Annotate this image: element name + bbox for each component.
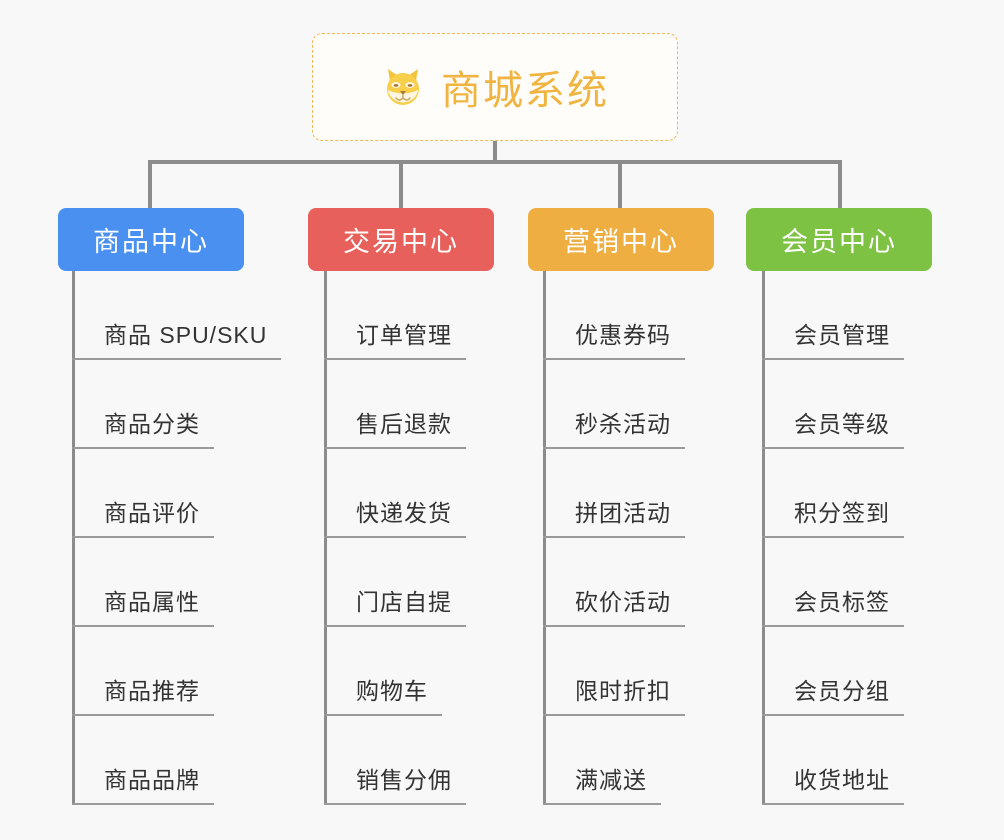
category-header-product-center[interactable]: 商品中心 [58, 208, 244, 271]
leaf-item-label: 会员分组 [794, 678, 890, 704]
leaf-item[interactable]: 购物车 [324, 627, 442, 716]
leaf-item[interactable]: 砍价活动 [543, 538, 685, 627]
leaf-item[interactable]: 积分签到 [762, 449, 904, 538]
leaf-item-label: 商品品牌 [104, 767, 200, 793]
leaf-item-label: 拼团活动 [575, 500, 671, 526]
leaf-item[interactable]: 商品 SPU/SKU [72, 271, 282, 360]
leaf-item[interactable]: 会员等级 [762, 360, 904, 449]
category-header-label: 商品中心 [93, 227, 209, 257]
leaf-item[interactable]: 会员标签 [762, 538, 904, 627]
leaf-item[interactable]: 销售分佣 [324, 716, 466, 805]
connector-column-stem [324, 271, 327, 805]
leaf-item-label: 会员管理 [794, 322, 890, 348]
leaf-item-label: 砍价活动 [575, 589, 671, 615]
leaf-item-label: 商品 SPU/SKU [104, 322, 268, 348]
leaf-item-label: 门店自提 [356, 589, 452, 615]
leaf-item-label: 购物车 [356, 678, 428, 704]
leaf-item[interactable]: 商品评价 [72, 449, 214, 538]
leaf-item-label: 限时折扣 [575, 678, 671, 704]
leaf-item[interactable]: 秒杀活动 [543, 360, 685, 449]
category-header-label: 会员中心 [781, 227, 897, 257]
leaf-item[interactable]: 快递发货 [324, 449, 466, 538]
connector-root-stem [493, 141, 497, 164]
connector-drop-1 [148, 160, 152, 208]
shiba-dog-face-icon [381, 65, 425, 109]
leaf-item-label: 会员等级 [794, 411, 890, 437]
leaf-item[interactable]: 限时折扣 [543, 627, 685, 716]
root-node[interactable]: 商城系统 [312, 33, 678, 141]
leaf-item-label: 满减送 [575, 767, 647, 793]
leaf-item[interactable]: 会员分组 [762, 627, 904, 716]
connector-drop-4 [838, 160, 842, 208]
category-header-trade-center[interactable]: 交易中心 [308, 208, 494, 271]
category-header-member-center[interactable]: 会员中心 [746, 208, 932, 271]
leaf-item-label: 订单管理 [356, 322, 452, 348]
connector-horizontal-bar [148, 160, 842, 164]
connector-column-stem [543, 271, 546, 805]
leaf-item-label: 收货地址 [794, 767, 890, 793]
leaf-item[interactable]: 商品品牌 [72, 716, 214, 805]
leaf-item[interactable]: 售后退款 [324, 360, 466, 449]
leaf-item[interactable]: 满减送 [543, 716, 661, 805]
leaf-item-label: 商品分类 [104, 411, 200, 437]
leaf-item-label: 秒杀活动 [575, 411, 671, 437]
leaf-item[interactable]: 门店自提 [324, 538, 466, 627]
category-header-label: 营销中心 [563, 227, 679, 257]
category-header-marketing-center[interactable]: 营销中心 [528, 208, 714, 271]
leaf-item[interactable]: 拼团活动 [543, 449, 685, 538]
leaf-item[interactable]: 收货地址 [762, 716, 904, 805]
connector-column-stem [762, 271, 765, 805]
leaf-item-label: 商品评价 [104, 500, 200, 526]
category-header-label: 交易中心 [343, 227, 459, 257]
leaf-item-label: 优惠券码 [575, 322, 671, 348]
leaf-item[interactable]: 优惠券码 [543, 271, 685, 360]
leaf-item[interactable]: 商品推荐 [72, 627, 214, 716]
leaf-item-label: 积分签到 [794, 500, 890, 526]
leaf-item-label: 商品推荐 [104, 678, 200, 704]
leaf-item[interactable]: 商品属性 [72, 538, 214, 627]
leaf-item-label: 会员标签 [794, 589, 890, 615]
leaf-item[interactable]: 会员管理 [762, 271, 904, 360]
leaf-item[interactable]: 商品分类 [72, 360, 214, 449]
connector-drop-3 [618, 160, 622, 208]
leaf-item-label: 售后退款 [356, 411, 452, 437]
leaf-item-label: 商品属性 [104, 589, 200, 615]
connector-drop-2 [399, 160, 403, 208]
root-title: 商城系统 [441, 69, 609, 113]
leaf-item-label: 销售分佣 [356, 767, 452, 793]
leaf-item[interactable]: 订单管理 [324, 271, 466, 360]
leaf-item-label: 快递发货 [356, 500, 452, 526]
connector-column-stem [72, 271, 75, 805]
